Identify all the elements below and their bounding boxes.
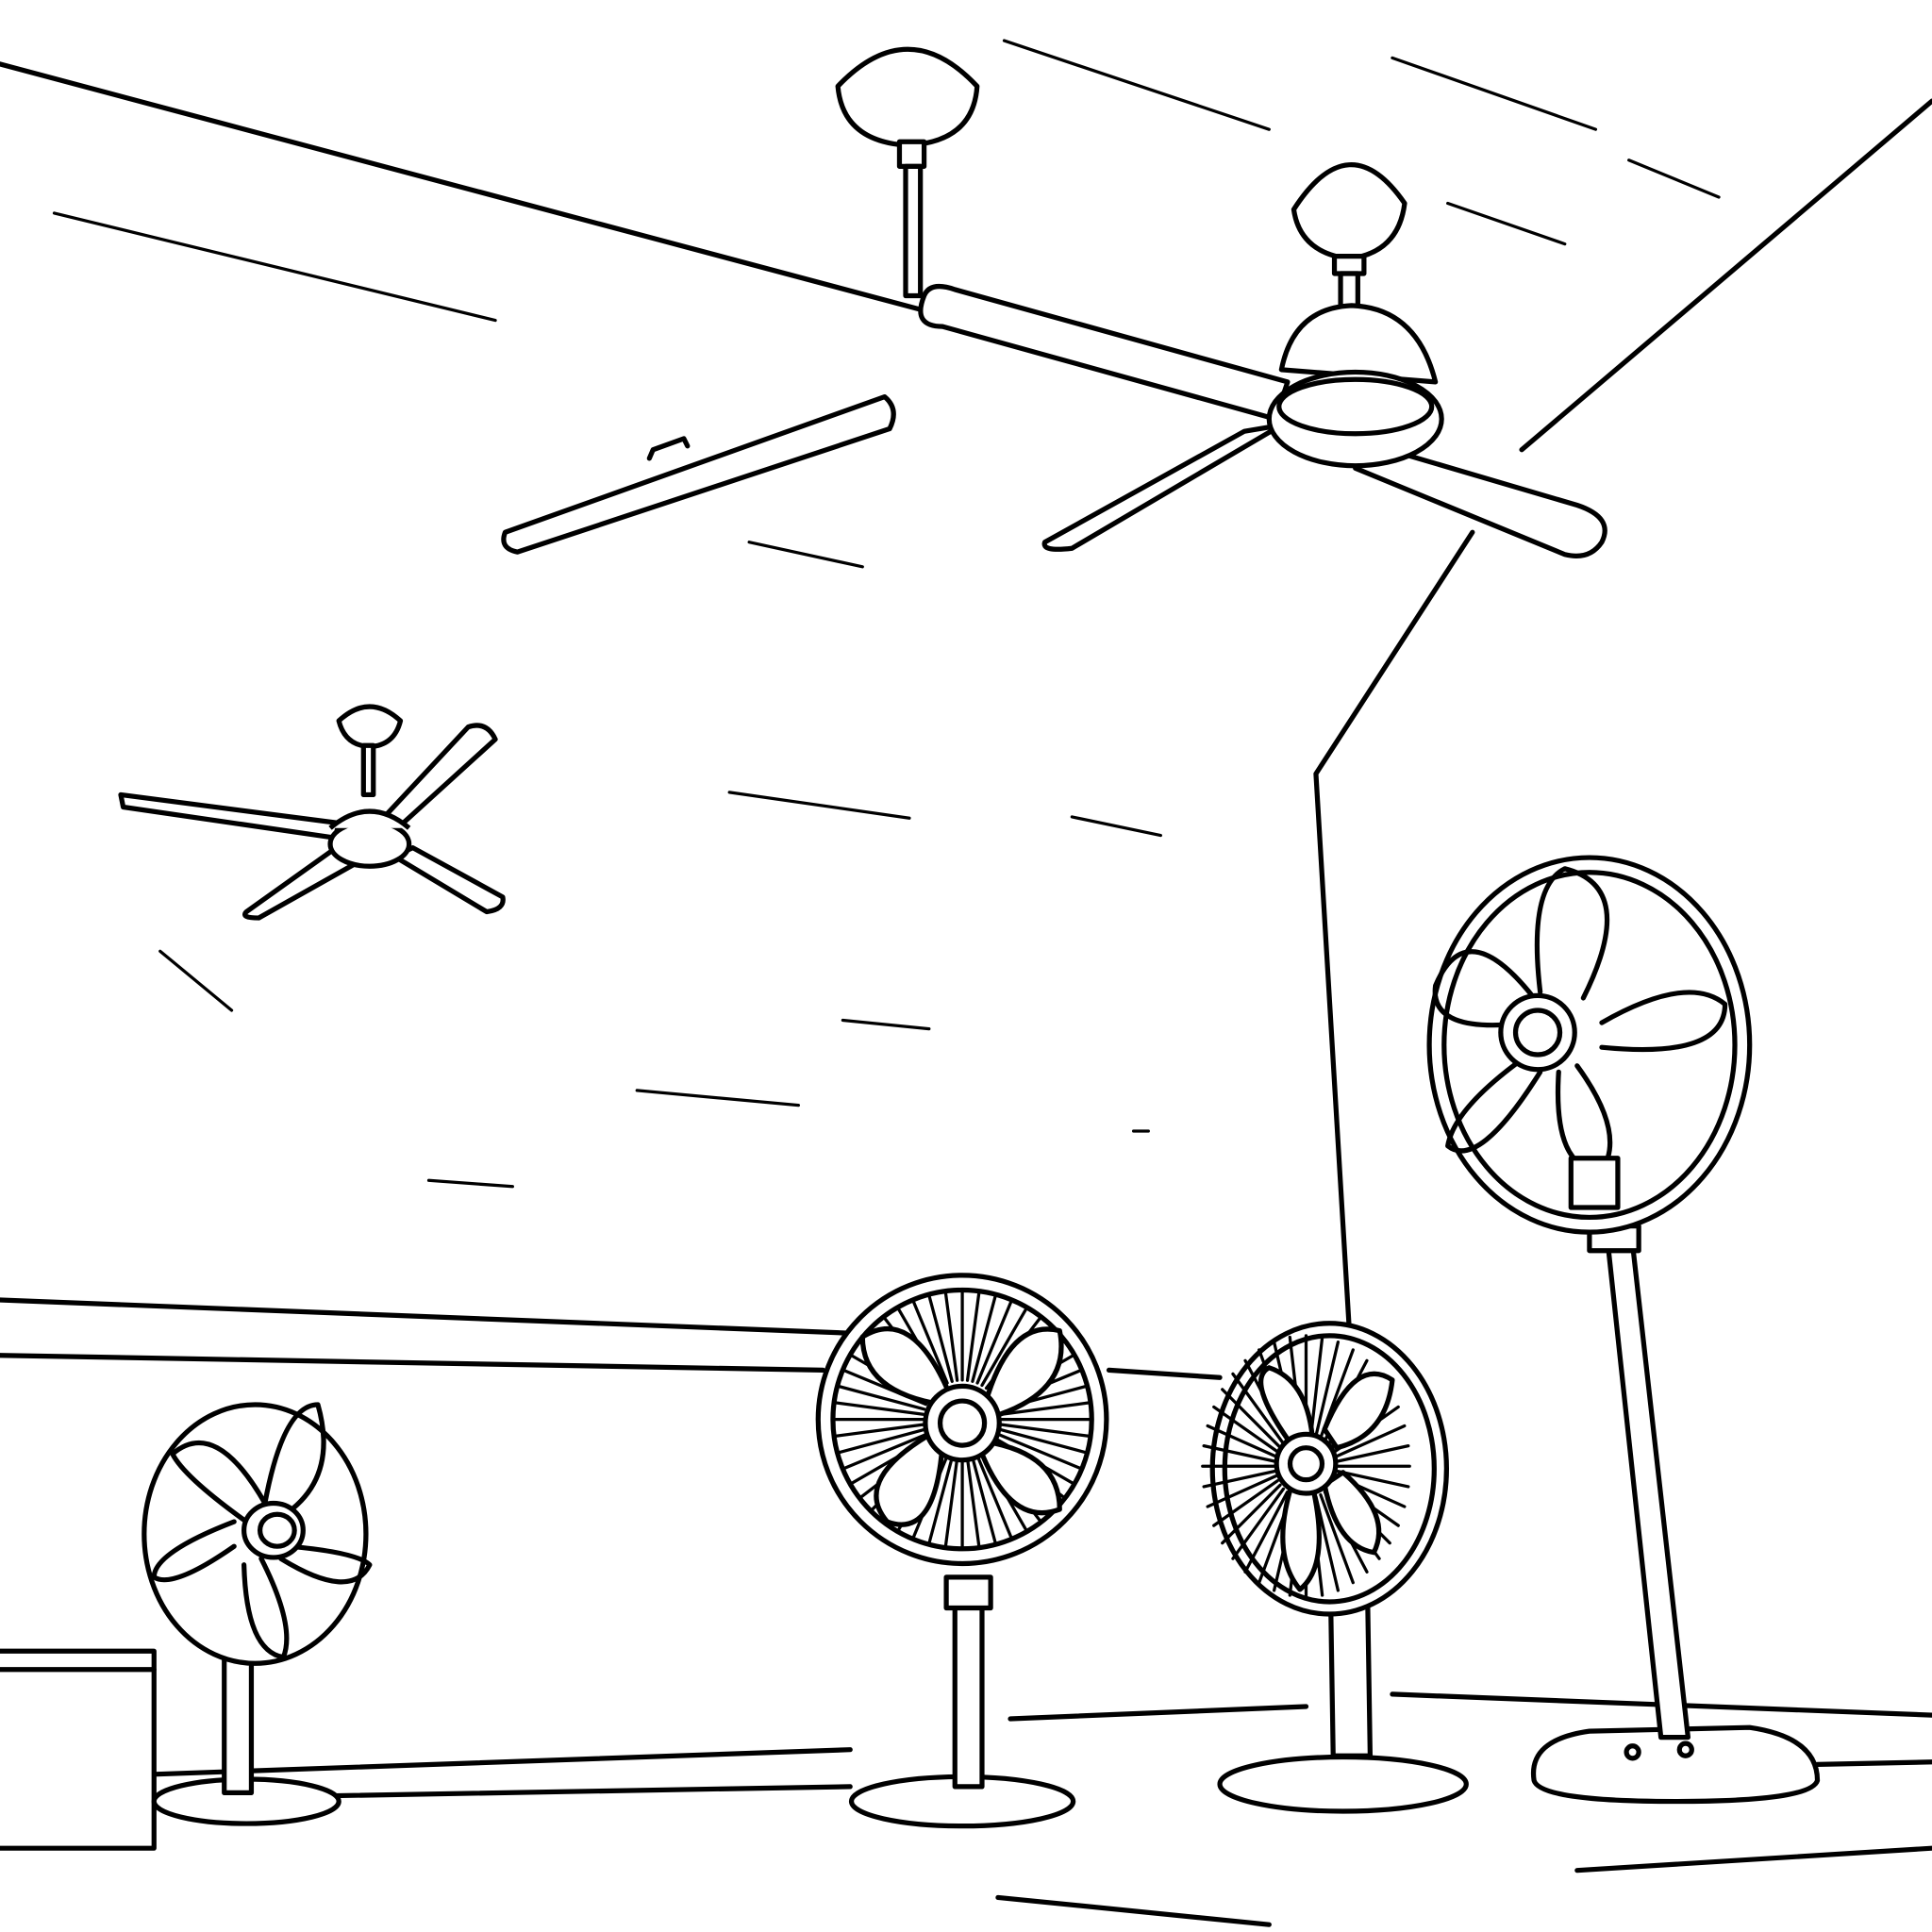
grille-spoke — [1336, 1469, 1410, 1489]
grille-spoke — [1243, 1491, 1290, 1574]
grille-spoke — [1212, 1405, 1279, 1454]
grille-spoke — [1231, 1372, 1286, 1445]
grille-spoke — [1309, 1335, 1324, 1437]
grille-spoke — [1319, 1492, 1355, 1585]
grille-spoke — [971, 1456, 997, 1545]
grille-spoke — [999, 1423, 1091, 1439]
grille-spoke — [965, 1291, 981, 1382]
grille-spoke — [999, 1401, 1091, 1416]
grille-spoke — [837, 1384, 926, 1411]
grille-spoke — [833, 1401, 925, 1416]
ceiling-fan-icon — [118, 704, 506, 921]
grille-spoke — [927, 1293, 954, 1383]
grille-spoke — [1221, 1483, 1282, 1545]
grille-spoke — [833, 1423, 925, 1439]
box — [0, 1648, 157, 1851]
ceiling-fan-icon — [501, 46, 1291, 555]
grille-spoke — [975, 1299, 1013, 1385]
grille-spoke — [1336, 1443, 1410, 1463]
motion-lines — [52, 39, 1721, 1189]
grille-spoke — [997, 1433, 1083, 1471]
grille-spoke — [965, 1457, 981, 1548]
grille-spoke — [998, 1427, 1088, 1455]
grille-spoke — [1221, 1388, 1282, 1449]
grille-spoke — [1335, 1424, 1407, 1458]
grille-spoke — [841, 1433, 928, 1471]
standing-fan-icon — [1426, 855, 1821, 1805]
ceiling-fan-icon — [1041, 162, 1607, 558]
grille-spoke — [927, 1456, 954, 1545]
grille-spoke — [980, 1307, 1028, 1388]
room-lines — [0, 61, 1932, 1927]
grille-spoke — [1202, 1443, 1276, 1463]
grille-spoke — [911, 1299, 949, 1385]
grille-spoke — [1231, 1487, 1286, 1560]
standing-fan-icon — [142, 1402, 373, 1826]
grille-spoke — [1206, 1474, 1277, 1508]
grille-spoke — [1314, 1340, 1341, 1438]
grille-spoke — [1202, 1469, 1276, 1489]
grille-spoke — [1206, 1424, 1277, 1458]
grille-spoke — [971, 1293, 997, 1383]
grille-spoke — [943, 1291, 959, 1382]
grille-spoke — [837, 1427, 926, 1455]
grille-spoke — [1212, 1479, 1279, 1527]
grille-spoke — [943, 1457, 959, 1548]
standing-fan-icon — [815, 1273, 1109, 1829]
standing-fan-icon — [1201, 1321, 1469, 1814]
grille-spoke — [975, 1454, 1013, 1540]
